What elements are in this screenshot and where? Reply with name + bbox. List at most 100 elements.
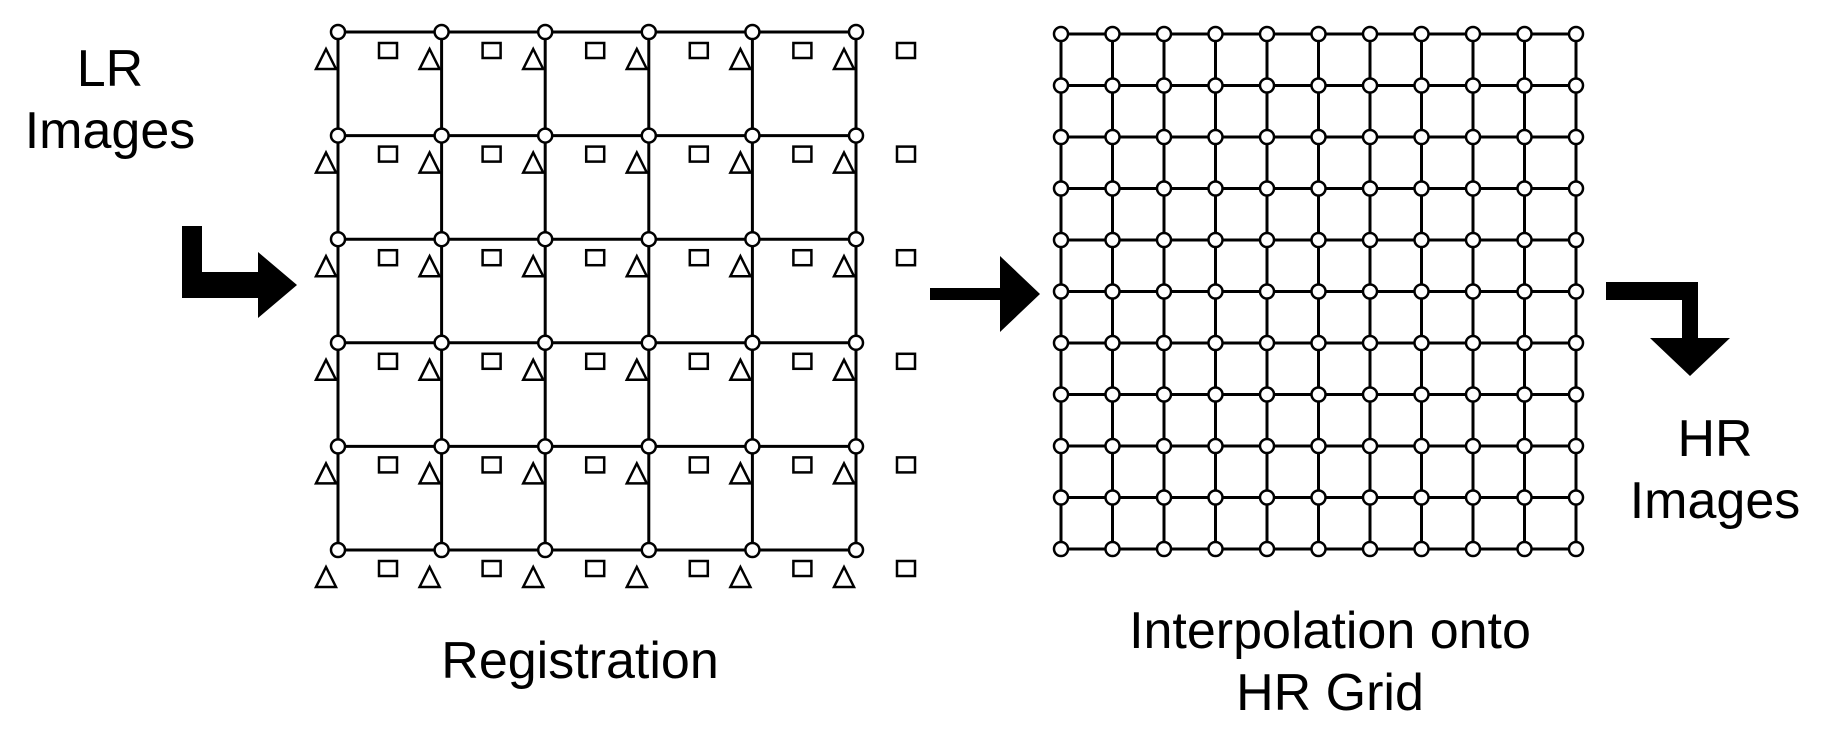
registration-triangle-marker (831, 357, 857, 382)
hr-circle-marker (1464, 437, 1482, 455)
hr-circle-marker (1567, 334, 1585, 352)
hr-circle-marker (1361, 128, 1379, 146)
hr-circle-marker (1413, 77, 1430, 94)
hr-circle-marker (1258, 283, 1276, 300)
registration-triangle-marker (624, 253, 649, 278)
output-arrow (1606, 282, 1730, 376)
registration-circle-marker (329, 334, 347, 352)
hr-circle-marker (1464, 231, 1482, 249)
hr-circle-marker (1516, 334, 1533, 352)
hr-circle-marker (1207, 77, 1224, 94)
registration-circle-marker (536, 438, 554, 455)
hr-circle-marker (1310, 128, 1327, 146)
registration-circle-marker (329, 230, 347, 248)
hr-circle-marker (1567, 386, 1585, 403)
hr-circle-marker (1052, 437, 1070, 455)
registration-circle-marker (640, 23, 658, 41)
registration-triangle-marker (831, 564, 857, 589)
hr-circle-marker (1567, 283, 1585, 300)
hr-circle-marker (1207, 334, 1224, 352)
hr-circle-marker (1361, 386, 1379, 403)
hr-circle-marker (1052, 386, 1070, 403)
hr-circle-marker (1155, 334, 1173, 352)
hr-circle-marker (1516, 231, 1533, 249)
registration-triangle-marker (831, 46, 857, 71)
hr-grid (1052, 25, 1585, 558)
hr-circle-marker (1052, 540, 1070, 558)
lr-images-label-line2: Images (24, 102, 196, 160)
registration-circle-marker (536, 23, 554, 41)
registration-triangle-marker (728, 46, 753, 71)
hr-circle-marker (1464, 283, 1482, 300)
hr-circle-marker (1516, 283, 1533, 300)
registration-triangle-marker (521, 357, 546, 382)
hr-circle-marker (1567, 77, 1585, 94)
registration-square-marker (895, 559, 917, 578)
hr-circle-marker (1567, 540, 1585, 558)
registration-square-marker (481, 352, 502, 371)
hr-circle-marker (1258, 386, 1276, 403)
registration-circle-marker (329, 541, 347, 559)
hr-circle-marker (1052, 334, 1070, 352)
registration-caption: Registration (441, 632, 719, 690)
hr-circle-marker (1361, 540, 1379, 558)
hr-circle-marker (1361, 334, 1379, 352)
registration-square-marker (895, 352, 917, 371)
lr-images-label: LR Images (0, 38, 220, 162)
hr-circle-marker (1413, 489, 1430, 506)
registration-square-marker (792, 248, 813, 267)
registration-triangle-marker (521, 564, 546, 589)
registration-square-marker (584, 41, 606, 60)
hr-circle-marker (1052, 180, 1070, 197)
hr-circle-marker (1516, 180, 1533, 197)
hr-circle-marker (1155, 25, 1173, 43)
hr-circle-marker (1104, 489, 1121, 506)
registration-circle-marker (329, 438, 347, 455)
registration-circle-marker (536, 127, 554, 144)
registration-circle-marker (847, 230, 865, 248)
hr-circle-marker (1464, 77, 1482, 94)
hr-circle-marker (1567, 180, 1585, 197)
hr-circle-marker (1104, 540, 1121, 558)
registration-square-marker (792, 145, 813, 163)
registration-square-marker (688, 248, 710, 267)
registration-square-marker (377, 352, 399, 371)
registration-square-marker (481, 559, 502, 578)
hr-images-label-line2: Images (1629, 472, 1801, 530)
hr-circle-marker (1413, 386, 1430, 403)
hr-circle-marker (1207, 231, 1224, 249)
registration-circle-marker (536, 541, 554, 559)
registration-square-marker (895, 248, 917, 267)
registration-square-marker (688, 559, 710, 578)
registration-triangle-marker (624, 149, 649, 174)
registration-square-marker (481, 41, 502, 60)
registration-square-marker (895, 456, 917, 474)
registration-square-marker (688, 145, 710, 163)
hr-circle-marker (1413, 25, 1430, 43)
hr-circle-marker (1413, 231, 1430, 249)
hr-circle-marker (1155, 231, 1173, 249)
hr-circle-marker (1104, 77, 1121, 94)
registration-circle-marker (433, 127, 450, 144)
registration-circle-marker (433, 230, 450, 248)
registration-circle-marker (744, 23, 761, 41)
hr-circle-marker (1258, 25, 1276, 43)
hr-circle-marker (1258, 489, 1276, 506)
hr-circle-marker (1516, 437, 1533, 455)
hr-circle-marker (1052, 489, 1070, 506)
hr-circle-marker (1516, 386, 1533, 403)
hr-circle-marker (1207, 437, 1224, 455)
hr-circle-marker (1567, 489, 1585, 506)
registration-square-marker (481, 248, 502, 267)
hr-circle-marker (1567, 128, 1585, 146)
hr-circle-marker (1155, 77, 1173, 94)
registration-square-marker (792, 41, 813, 60)
hr-circle-marker (1310, 283, 1327, 300)
registration-triangle-marker (417, 357, 442, 382)
registration-triangle-marker (624, 357, 649, 382)
hr-circle-marker (1464, 180, 1482, 197)
registration-circle-marker (744, 541, 761, 559)
registration-grid (313, 23, 917, 589)
registration-circle-marker (744, 127, 761, 144)
